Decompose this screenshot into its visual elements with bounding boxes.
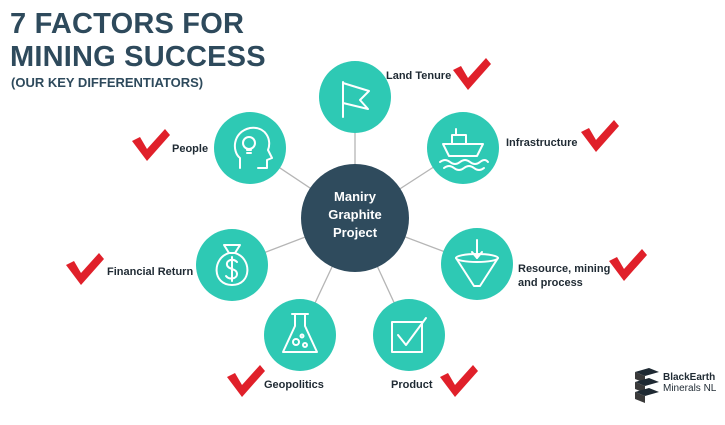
checkbox-icon bbox=[391, 317, 427, 353]
label-resource-line-1: Resource, mining bbox=[518, 263, 611, 275]
check-marks bbox=[66, 58, 647, 397]
funnel-icon bbox=[455, 239, 499, 287]
check-mark-icon bbox=[440, 365, 478, 397]
page-title: 7 FACTORS FOR MINING SUCCESS bbox=[10, 8, 266, 74]
center-label: Maniry Graphite Project bbox=[300, 188, 410, 242]
center-label-line-1: Maniry bbox=[334, 189, 376, 204]
check-mark-icon bbox=[132, 129, 170, 161]
label-people: People bbox=[172, 143, 209, 155]
check-mark-icon bbox=[227, 365, 265, 397]
label-infrastructure: Infrastructure bbox=[506, 137, 578, 149]
check-mark-icon bbox=[581, 120, 619, 152]
page-subtitle: (OUR KEY DIFFERENTIATORS) bbox=[11, 75, 204, 90]
label-resource-line-2: and process bbox=[518, 277, 583, 289]
flag-icon bbox=[342, 81, 370, 118]
logo-line-2: Minerals NL bbox=[663, 383, 717, 394]
label-financial-return: Financial Return bbox=[107, 266, 194, 278]
check-mark-icon bbox=[453, 58, 491, 90]
flask-icon bbox=[282, 313, 318, 353]
center-node bbox=[301, 164, 409, 272]
label-product: Product bbox=[391, 379, 433, 391]
money-bag-icon bbox=[215, 244, 249, 286]
head-lightbulb-icon bbox=[233, 126, 273, 169]
ship-icon bbox=[439, 128, 489, 171]
node-resource bbox=[441, 228, 513, 300]
node-land-tenure bbox=[319, 61, 391, 133]
label-land-tenure: Land Tenure bbox=[386, 70, 452, 82]
check-mark-icon bbox=[66, 253, 104, 285]
label-resource: Resource, mining and process bbox=[518, 262, 610, 290]
node-product bbox=[373, 299, 445, 371]
center-label-line-2: Graphite bbox=[328, 207, 382, 222]
node-infrastructure bbox=[427, 112, 499, 184]
logo-line-1: BlackEarth bbox=[663, 372, 716, 383]
logo-text: BlackEarth Minerals NL bbox=[663, 372, 716, 394]
check-mark-icon bbox=[609, 249, 647, 281]
title-line-2: MINING SUCCESS bbox=[10, 41, 266, 73]
blackearth-logo-icon bbox=[635, 368, 659, 403]
title-line-1: 7 FACTORS FOR bbox=[10, 8, 245, 40]
label-geopolitics: Geopolitics bbox=[264, 379, 324, 391]
center-label-line-3: Project bbox=[332, 225, 378, 240]
